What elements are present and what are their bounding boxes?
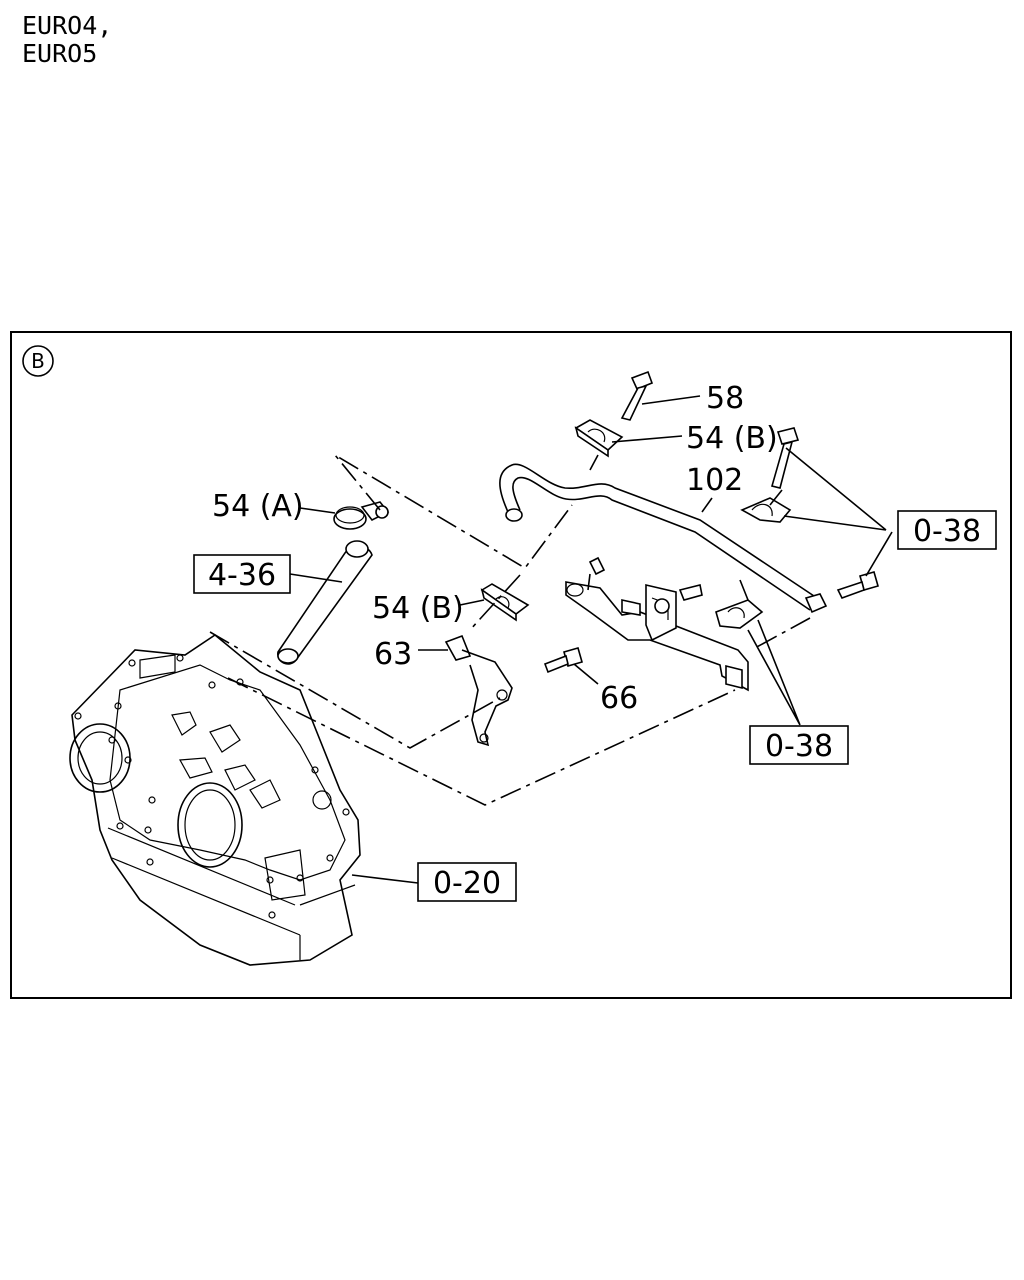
callout-54b-mid: 54 (B)	[372, 591, 464, 626]
callout-54a: 54 (A)	[212, 489, 304, 524]
ref-box-0-38-right: 0-38	[897, 510, 997, 550]
bolt-right	[836, 571, 879, 599]
callout-66: 66	[600, 681, 638, 716]
clamp-upper-right	[740, 497, 792, 523]
assembly-lines	[209, 454, 811, 806]
diagram-frame	[10, 331, 1012, 999]
tube-102	[499, 463, 828, 614]
callout-54b-top: 54 (B)	[686, 421, 778, 456]
header-line-2: EURO5	[22, 39, 98, 68]
hose-clamp-54a	[333, 501, 390, 530]
ref-box-0-20: 0-20	[417, 862, 517, 902]
ref-box-4-36: 4-36	[193, 554, 291, 594]
svg-text:0-38: 0-38	[913, 514, 981, 549]
bolt-58	[620, 370, 654, 421]
header-model-list: EURO4, EURO5	[22, 12, 112, 68]
svg-text:0-38: 0-38	[765, 729, 833, 764]
bolt-upper-right	[771, 427, 800, 489]
view-marker: B	[22, 345, 54, 377]
callout-58: 58	[706, 381, 744, 416]
clip-54b-mid	[480, 583, 530, 622]
leader-lines	[289, 395, 893, 884]
bolt-66	[543, 647, 583, 674]
callout-102: 102	[686, 463, 743, 498]
view-marker-letter: B	[31, 349, 45, 373]
clip-54b-top	[574, 419, 624, 458]
callout-63: 63	[374, 637, 412, 672]
hose-lower	[277, 540, 373, 665]
bracket-63	[444, 634, 513, 747]
ref-box-0-38-bottom: 0-38	[749, 725, 849, 765]
svg-text:4-36: 4-36	[208, 558, 276, 593]
bracket-assembly	[565, 556, 764, 692]
svg-text:0-20: 0-20	[433, 866, 501, 901]
header-line-1: EURO4,	[22, 11, 113, 40]
flywheel-housing	[69, 634, 361, 966]
